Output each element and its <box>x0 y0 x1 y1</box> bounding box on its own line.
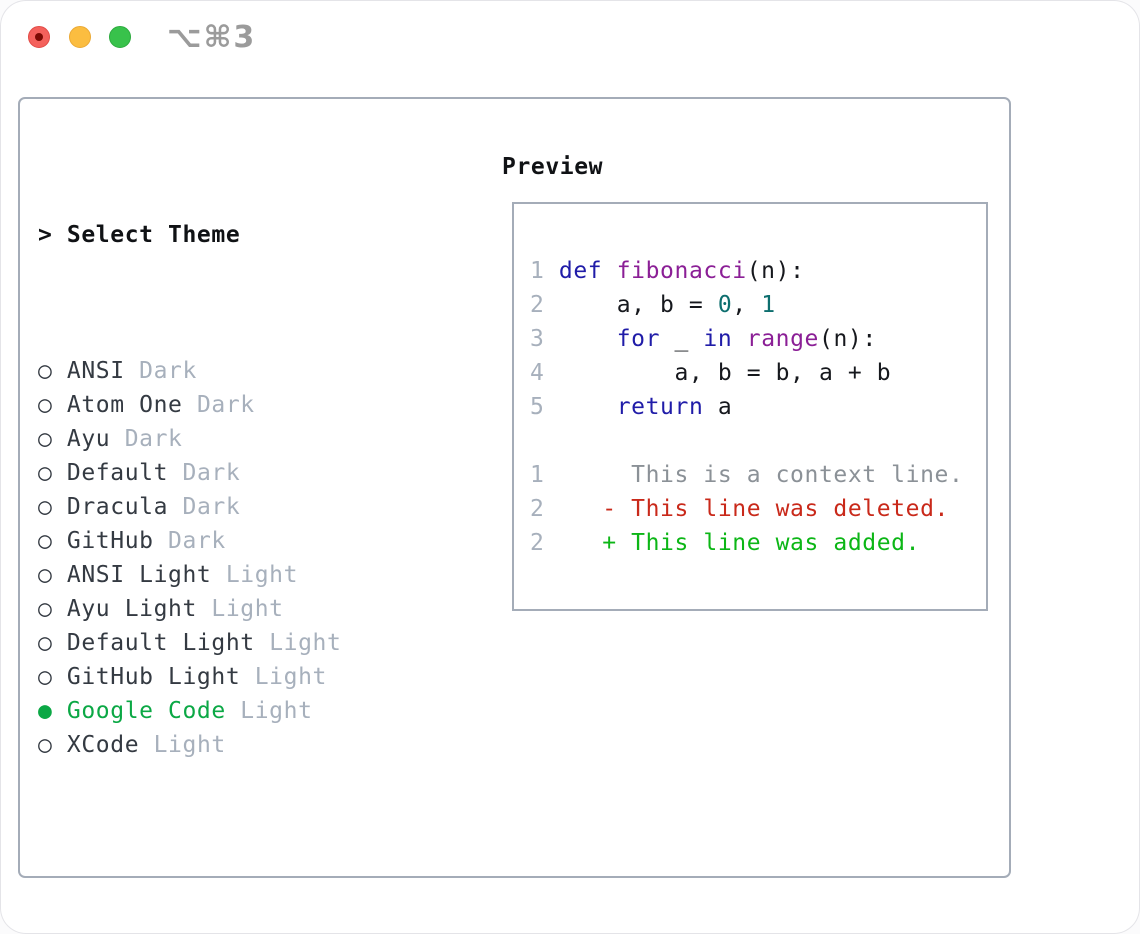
code-line: 1 def fibonacci(n): <box>530 258 805 284</box>
radio-unselected-icon: ○ <box>38 494 53 520</box>
line-number: 1 <box>530 258 545 284</box>
theme-option[interactable]: ○ Default Dark <box>38 456 443 490</box>
line-number: 4 <box>530 360 545 386</box>
radio-unselected-icon: ○ <box>38 528 53 554</box>
radio-unselected-icon: ○ <box>38 664 53 690</box>
window-titlebar: ⌥⌘3 <box>0 0 1140 74</box>
minimize-button[interactable] <box>69 26 91 48</box>
line-number: 2 <box>530 530 545 556</box>
preview-title: Preview <box>502 154 604 180</box>
theme-option[interactable]: ○ Dracula Dark <box>38 490 443 524</box>
option-label: ANSI Light <box>66 562 212 588</box>
radio-unselected-icon: ○ <box>38 358 53 384</box>
theme-list: ○ ANSI Dark○ Atom One Dark○ Ayu Dark○ De… <box>38 354 443 762</box>
radio-unselected-icon: ○ <box>38 562 53 588</box>
option-label: GitHub <box>66 528 154 554</box>
prompt-caret-icon: > <box>38 222 53 248</box>
theme-option[interactable]: ○ XCode Light <box>38 728 443 762</box>
theme-selector-panel: > Select Theme ○ ANSI Dark○ Atom One Dar… <box>18 97 1011 878</box>
option-variant-label: Light <box>211 596 284 622</box>
radio-unselected-icon: ○ <box>38 426 53 452</box>
theme-option[interactable]: ○ Ayu Light Light <box>38 592 443 626</box>
code-line: 2 + This line was added. <box>530 530 921 556</box>
option-label: Ayu Light <box>66 596 197 622</box>
theme-option[interactable]: ● Google Code Light <box>38 694 443 728</box>
option-label: XCode <box>66 732 140 758</box>
line-number: 1 <box>530 462 545 488</box>
blank-line <box>530 424 963 458</box>
option-label: Default <box>66 460 169 486</box>
option-label: Ayu <box>66 426 111 452</box>
option-variant-label: Dark <box>196 392 255 418</box>
option-variant-label: Light <box>240 698 313 724</box>
option-label: ANSI <box>66 358 125 384</box>
option-variant-label: Dark <box>182 460 241 486</box>
radio-unselected-icon: ○ <box>38 460 53 486</box>
line-number: 5 <box>530 394 545 420</box>
theme-option[interactable]: ○ GitHub Dark <box>38 524 443 558</box>
theme-option[interactable]: ○ ANSI Dark <box>38 354 443 388</box>
option-label: Dracula <box>66 494 169 520</box>
option-label: GitHub Light <box>66 664 241 690</box>
zoom-button[interactable] <box>109 26 131 48</box>
code-line: 1 This is a context line. <box>530 462 964 488</box>
select-theme-header: > Select Theme <box>38 218 443 252</box>
theme-option[interactable]: ○ Ayu Dark <box>38 422 443 456</box>
option-variant-label: Light <box>254 664 327 690</box>
code-line: 5 return a <box>530 394 733 420</box>
option-label: Google Code <box>66 698 226 724</box>
option-variant-label: Dark <box>124 426 183 452</box>
code-line: 4 a, b = b, a + b <box>530 360 892 386</box>
option-label: Default Light <box>66 630 255 656</box>
theme-option[interactable]: ○ ANSI Light Light <box>38 558 443 592</box>
line-number: 3 <box>530 326 545 352</box>
radio-unselected-icon: ○ <box>38 596 53 622</box>
line-number: 2 <box>530 292 545 318</box>
option-variant-label: Dark <box>182 494 241 520</box>
select-theme-title: Select Theme <box>66 222 241 248</box>
theme-option[interactable]: ○ GitHub Light Light <box>38 660 443 694</box>
line-number: 2 <box>530 496 545 522</box>
option-variant-label: Dark <box>139 358 197 384</box>
theme-option[interactable]: ○ Default Light Light <box>38 626 443 660</box>
option-variant-label: Light <box>269 630 342 656</box>
close-button[interactable] <box>28 26 50 48</box>
theme-option[interactable]: ○ Atom One Dark <box>38 388 443 422</box>
preview-pane: 1 def fibonacci(n): 2 a, b = 0, 1 3 for _ … <box>512 202 988 611</box>
radio-unselected-icon: ○ <box>38 630 53 656</box>
code-line: 2 - This line was deleted. <box>530 496 949 522</box>
option-variant-label: Light <box>153 732 226 758</box>
spacer <box>38 864 443 898</box>
option-variant-label: Light <box>225 562 299 588</box>
radio-unselected-icon: ○ <box>38 732 53 758</box>
radio-unselected-icon: ○ <box>38 392 53 418</box>
theme-selector-column: > Select Theme ○ ANSI Dark○ Atom One Dar… <box>38 150 443 934</box>
option-variant-label: Dark <box>168 528 226 554</box>
preview-code: 1 def fibonacci(n): 2 a, b = 0, 1 3 for _ … <box>530 254 963 560</box>
window-title: ⌥⌘3 <box>167 20 257 55</box>
radio-selected-icon: ● <box>38 698 53 724</box>
code-line: 2 a, b = 0, 1 <box>530 292 776 318</box>
option-label: Atom One <box>66 392 183 418</box>
line-number <box>530 428 544 454</box>
code-line: 3 for _ in range(n): <box>530 326 877 352</box>
